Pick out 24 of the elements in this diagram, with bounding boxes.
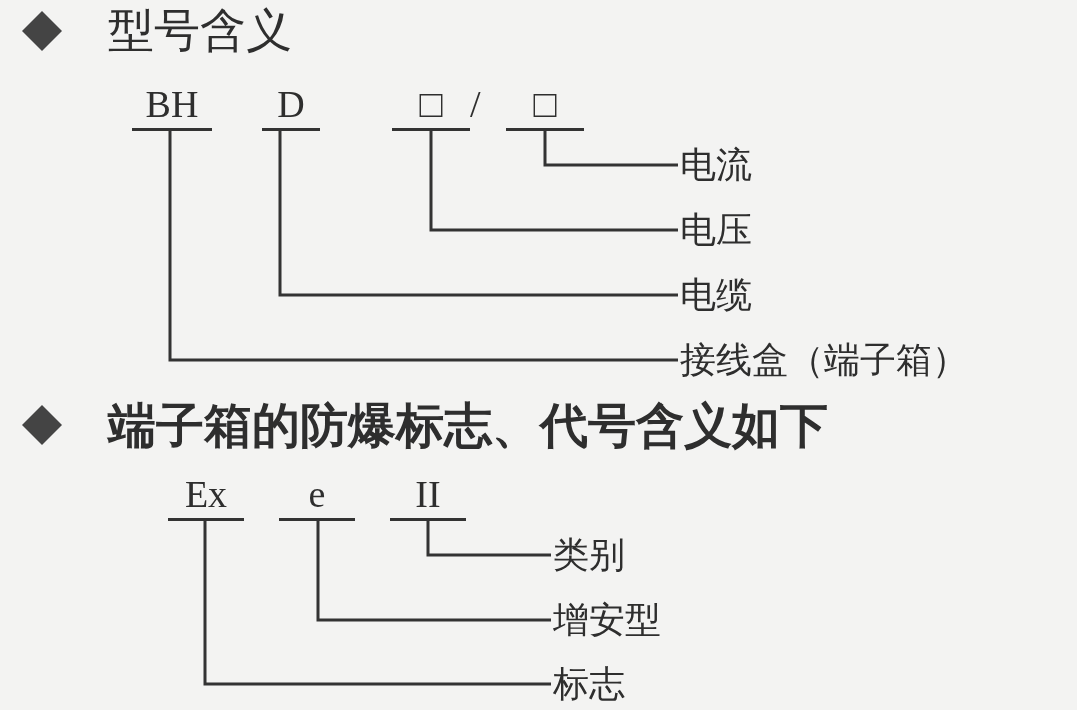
code-segment: e bbox=[279, 470, 355, 521]
leader-line bbox=[543, 131, 678, 167]
meaning-label: 标志 bbox=[553, 662, 625, 706]
leader-line bbox=[429, 131, 678, 232]
meaning-label: 电缆 bbox=[680, 273, 752, 317]
code-segment: □ bbox=[392, 80, 470, 131]
meaning-label: 类别 bbox=[553, 533, 625, 577]
leader-line bbox=[168, 131, 678, 362]
code-segment: □ bbox=[506, 80, 584, 131]
section-heading: 端子箱的防爆标志、代号含义如下 bbox=[108, 398, 828, 454]
meaning-label: 电压 bbox=[680, 208, 752, 252]
code-segment: Ex bbox=[168, 470, 244, 521]
leader-line bbox=[203, 521, 551, 686]
leader-line bbox=[426, 521, 551, 557]
code-segment: II bbox=[390, 470, 466, 521]
meaning-label: 增安型 bbox=[553, 598, 661, 642]
leader-line bbox=[278, 131, 678, 297]
leader-line bbox=[316, 521, 551, 622]
code-segment: BH bbox=[132, 80, 212, 131]
section-heading: 型号含义 bbox=[108, 4, 292, 58]
code-segment: D bbox=[262, 80, 320, 131]
meaning-label: 接线盒（端子箱） bbox=[680, 338, 968, 382]
meaning-label: 电流 bbox=[680, 143, 752, 187]
separator-slash: / bbox=[470, 82, 481, 127]
